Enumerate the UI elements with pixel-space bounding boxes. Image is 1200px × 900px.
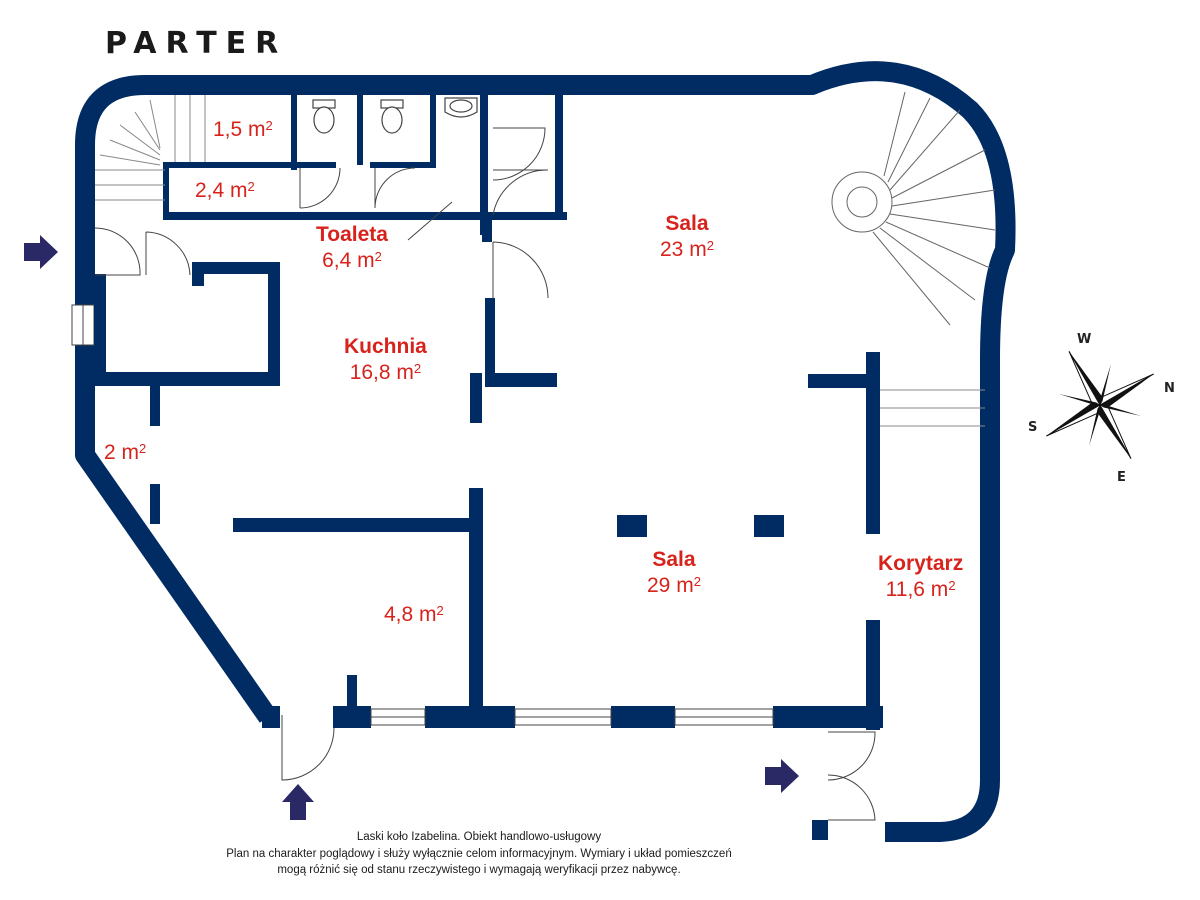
area-unit-sup: 2 [436,603,444,618]
room-name: Kuchnia [344,335,427,358]
sanitary-fixtures [312,97,478,134]
room-area: 16,8 m [349,361,414,384]
windows [71,304,774,726]
entrance-arrow-left [24,235,58,269]
area-unit-sup: 2 [693,574,701,589]
doors [94,127,876,821]
room-name: Sala [665,212,709,235]
area-unit-sup: 2 [247,179,255,194]
room-stair-storage: 1,5 m2 [213,117,273,143]
compass-w: W [1077,332,1091,347]
stairs-left [95,95,206,201]
room-area: 29 m [647,574,694,597]
inner-walls [94,95,880,730]
footer-line-1: Laski koło Izabelina. Obiekt handlowo-us… [356,831,602,843]
compass-e: E [1117,470,1126,485]
room-area: 11,6 m [885,578,949,601]
room-korytarz: Korytarz 11,6 m2 [878,551,963,603]
room-area: 2,4 m [195,179,248,202]
bottom-wall [262,706,883,840]
outer-walls [75,61,1016,842]
area-unit-sup: 2 [265,118,273,133]
disclaimer-footer: Laski koło Izabelina. Obiekt handlowo-us… [0,829,958,879]
compass-s: S [1028,420,1037,435]
footer-line-3: mogą różnić się od stanu rzeczywistego i… [277,864,681,876]
footer-line-2: Plan na charakter poglądowy i służy wyłą… [226,847,732,860]
toaleta-pointer-line [407,201,453,241]
spiral-stairs [831,91,996,326]
compass-rose [1046,351,1154,459]
room-name: Toaleta [316,223,388,246]
room-area: 6,4 m [322,249,375,272]
room-left: 2 m2 [104,440,146,466]
entrance-arrow-right [765,759,799,793]
room-toaleta: Toaleta 6,4 m2 [316,222,388,274]
area-unit-sup: 2 [706,238,714,253]
area-unit-sup: 2 [413,361,422,376]
room-sala-top: Sala 23 m2 [660,211,714,263]
room-area: 2 m [104,441,140,464]
area-unit-sup: 2 [374,249,382,264]
area-unit-sup: 2 [948,578,956,593]
room-area: 1,5 m [213,118,266,141]
room-sala-bottom: Sala 29 m2 [647,547,701,599]
entrance-arrow-bottom [282,784,314,820]
room-kuchnia: Kuchnia 16,8 m2 [344,334,427,386]
room-bottom: 4,8 m2 [384,602,444,628]
room-area: 23 m [660,238,707,261]
page-title: PARTER [105,26,288,61]
room-small: 2,4 m2 [195,178,255,204]
room-name: Korytarz [878,552,964,575]
area-unit-sup: 2 [139,441,147,456]
room-name: Sala [652,548,696,571]
room-area: 4,8 m [384,603,437,626]
entrance-arrows [24,235,799,820]
stairs-right [880,389,985,427]
compass-n: N [1164,381,1175,396]
